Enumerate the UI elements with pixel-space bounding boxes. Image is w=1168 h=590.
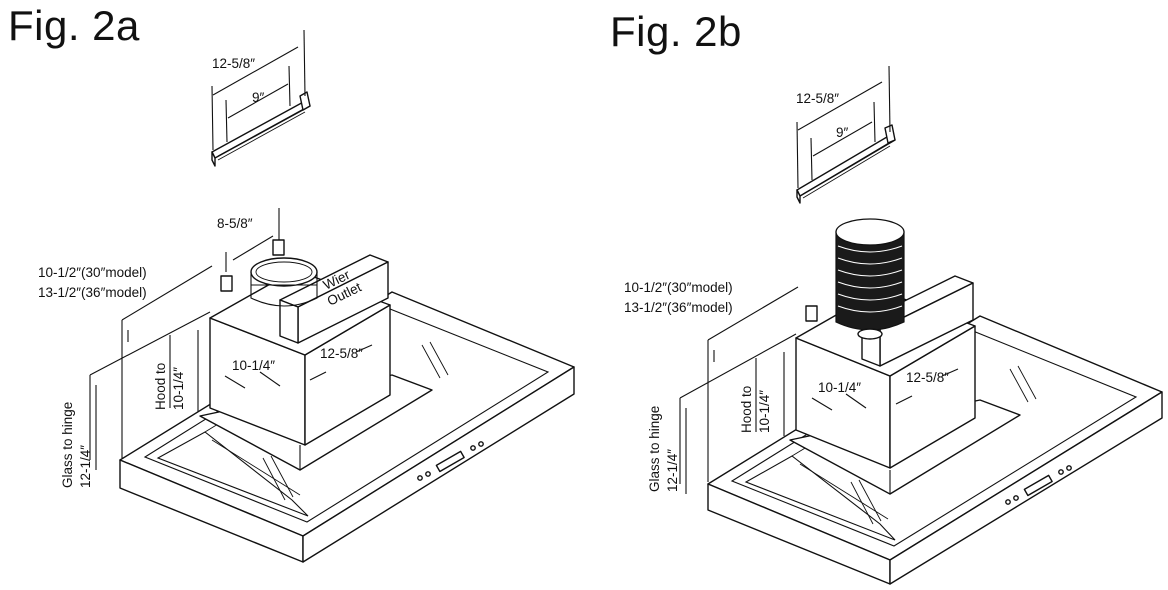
body-width-dimension: 12-5/8″ [320,346,363,361]
body-width-dimension: 12-5/8″ [906,370,949,385]
control-buttons-icon [1005,465,1072,505]
body-depth-dimension: 10-1/4″ [818,380,861,395]
control-buttons-icon [417,441,484,481]
hood-to-label: Hood to [153,363,168,410]
mounting-bracket-icon [796,65,896,204]
height-36-model: 13-1/2″(36″model) [624,300,733,315]
body-depth-dimension: 10-1/4″ [232,358,275,373]
bracket-inner-dimension: 9″ [252,90,265,105]
hood-to-label: Hood to [739,386,754,433]
figure-2a: 12-5/8″ 9″ [38,29,575,563]
duct-width-dimension: 8-5/8″ [217,216,253,231]
duct-pipe-icon [805,218,905,340]
glass-to-hinge-dimension: 12-1/4″ [665,449,680,492]
glass-to-hinge-label: Glass to hinge [60,402,75,488]
figure-2b: 12-5/8″ 9″ [624,65,1163,585]
bracket-outer-dimension: 12-5/8″ [796,91,839,106]
figure-title-2b: Fig. 2b [610,8,742,55]
hood-to-dimension: 10-1/4″ [171,367,186,410]
chimney-body [209,254,391,446]
glass-to-hinge-label: Glass to hinge [647,406,662,492]
hood-to-dimension: 10-1/4″ [757,390,772,433]
height-36-model: 13-1/2″(36″model) [38,285,147,300]
glass-to-hinge-dimension: 12-1/4″ [78,445,93,488]
bracket-inner-dimension: 9″ [836,125,849,140]
bracket-outer-dimension: 12-5/8″ [212,56,255,71]
figure-title-2a: Fig. 2a [8,2,140,49]
mounting-bracket-icon [211,29,311,167]
height-30-model: 10-1/2″(30″model) [38,265,147,280]
height-30-model: 10-1/2″(30″model) [624,280,733,295]
